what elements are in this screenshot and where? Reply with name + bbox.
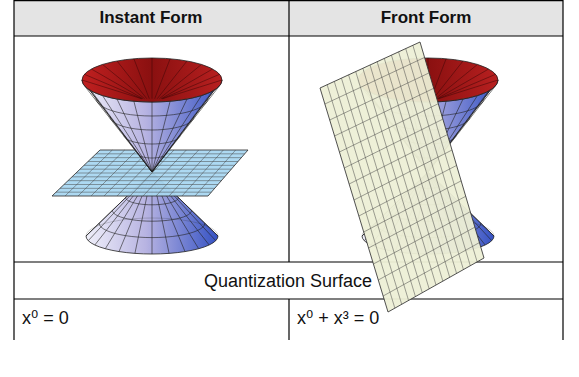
table-cell: x⁰ = 0	[22, 307, 69, 329]
table-grid	[14, 0, 563, 340]
row-header: Quantization Surface	[204, 271, 372, 292]
column-header: Front Form	[381, 8, 472, 28]
instant-form-figure	[52, 58, 248, 254]
table-cell: x⁰ + x³ = 0	[297, 307, 379, 329]
column-header: Instant Form	[100, 8, 203, 28]
